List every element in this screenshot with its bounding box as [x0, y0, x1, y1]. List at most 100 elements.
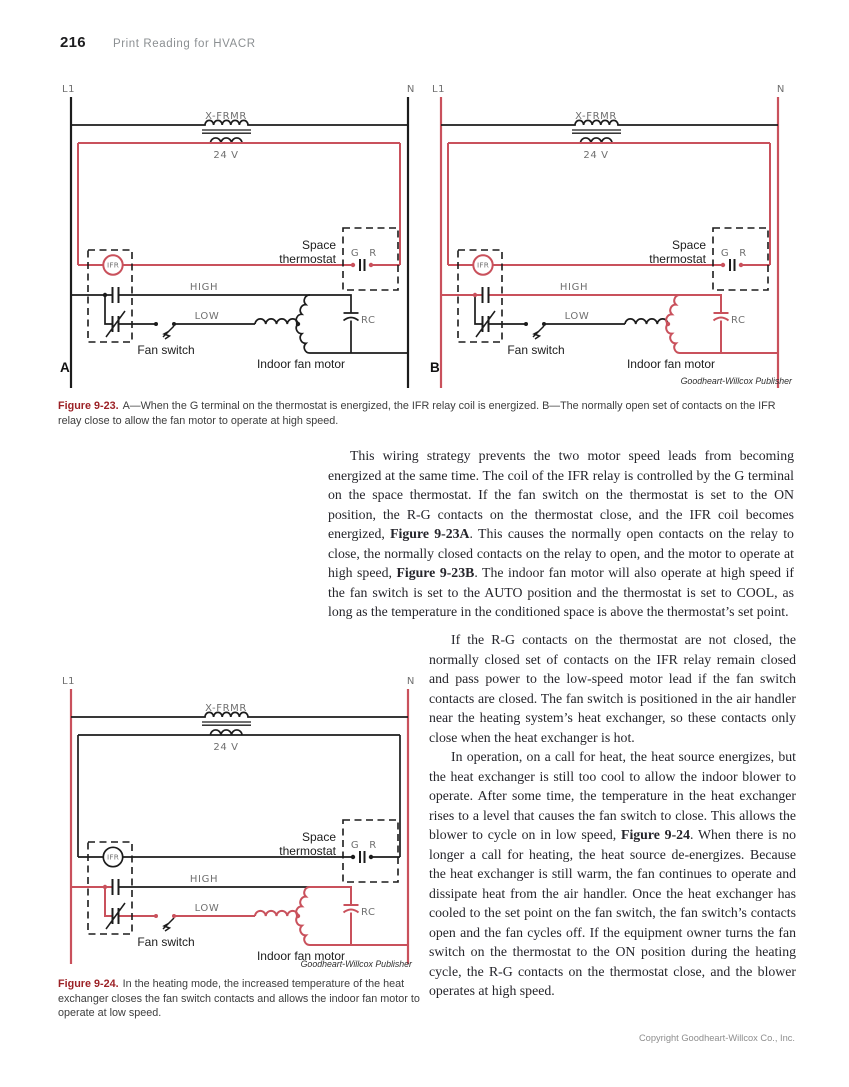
space-thermostat-label-line2: thermostat	[279, 844, 336, 858]
wire-branch-to-nc-contact	[104, 295, 113, 325]
fan-switch-right-dot	[172, 914, 176, 918]
body-paragraph-2: If the R-G contacts on the thermostat ar…	[429, 632, 796, 745]
running-title: Print Reading for HVACR	[112, 38, 256, 50]
low-speed-label: LOW	[195, 903, 220, 914]
ladder-circuit-schematic: L1 N X-FRMR 24 V HIGH LOW G R RC IFR Spa…	[432, 84, 785, 388]
space-thermostat-label-line2: thermostat	[279, 252, 336, 266]
r-terminal-label: R	[369, 248, 377, 259]
figure-9-23-caption-lead: Figure 9-23.	[58, 400, 119, 412]
figure-9-24-credit: Goodheart-Willcox Publisher	[300, 959, 412, 969]
thermostat-dashed-box	[712, 227, 769, 291]
fan-switch-label: Fan switch	[137, 935, 194, 949]
figure-9-23-caption: Figure 9-23.A—When the G terminal on the…	[58, 399, 795, 428]
r-terminal-dot	[368, 854, 374, 860]
high-speed-label: HIGH	[190, 282, 218, 293]
wire-transformer-primary	[71, 711, 408, 718]
wire-branch-to-nc-contact	[474, 295, 483, 325]
r-terminal-dot	[738, 262, 744, 268]
g-terminal-dot	[350, 262, 356, 268]
figure-9-23-diagram-b: L1 N X-FRMR 24 V HIGH LOW G R RC IFR Spa…	[428, 80, 798, 392]
high-speed-label: HIGH	[560, 282, 588, 293]
r-terminal-label: R	[369, 840, 377, 851]
neutral-label: N	[777, 84, 785, 95]
transformer-secondary-coil	[209, 729, 243, 736]
nc-contact-slash-icon	[475, 310, 496, 338]
transformer-label: X-FRMR	[205, 111, 247, 122]
ifr-coil-label: IFR	[107, 853, 119, 862]
neutral-label: N	[407, 84, 415, 95]
circuit-wires	[69, 97, 410, 388]
circuit-contacts	[102, 259, 374, 340]
high-speed-label: HIGH	[190, 874, 218, 885]
fan-switch-lever-icon	[162, 325, 175, 340]
fan-switch-left-dot	[154, 914, 158, 918]
thermostat-dashed-box	[342, 819, 399, 883]
space-thermostat-label-line1: Space	[302, 238, 336, 252]
neutral-label: N	[407, 676, 415, 687]
motor-low-speed-winding	[254, 318, 299, 325]
figure-9-24-caption: Figure 9-24.In the heating mode, the inc…	[58, 977, 430, 1021]
secondary-voltage-label: 24 V	[213, 150, 238, 161]
figure-9-24-diagram: L1 N X-FRMR 24 V HIGH LOW G R RC IFR Spa…	[58, 672, 428, 964]
g-terminal-label: G	[351, 840, 359, 851]
g-terminal-label: G	[721, 248, 729, 259]
transformer-secondary-coil	[209, 137, 243, 144]
fan-switch-label: Fan switch	[137, 343, 194, 357]
ifr-relay-coil	[102, 254, 124, 276]
running-head: 216 Print Reading for HVACR	[60, 34, 256, 51]
figure-9-23-caption-text: A—When the G terminal on the thermostat …	[58, 400, 776, 427]
secondary-voltage-label: 24 V	[583, 150, 608, 161]
no-contact-icon	[481, 287, 490, 303]
ifr-relay-coil	[102, 846, 124, 868]
figure-9-24-caption-text: In the heating mode, the increased tempe…	[58, 978, 420, 1020]
space-thermostat-label-line2: thermostat	[649, 252, 706, 266]
circuit-labels: L1 N X-FRMR 24 V HIGH LOW G R RC IFR Spa…	[62, 676, 415, 963]
thermostat-dashed-box	[342, 227, 399, 291]
fan-switch-right-dot	[542, 322, 546, 326]
indoor-fan-motor-label: Indoor fan motor	[257, 949, 345, 963]
nc-contact-slash-icon	[105, 310, 126, 338]
transformer-core	[572, 129, 621, 134]
ladder-circuit-schematic: L1 N X-FRMR 24 V HIGH LOW G R RC IFR Spa…	[62, 84, 415, 388]
ifr-relay-coil	[472, 254, 494, 276]
circuit-labels: L1 N X-FRMR 24 V HIGH LOW G R RC IFR Spa…	[432, 84, 785, 371]
body-paragraph-3: In operation, on a call for heat, the he…	[429, 749, 796, 998]
l1-label: L1	[62, 676, 75, 687]
wire-transformer-primary	[441, 119, 778, 126]
motor-low-speed-winding	[624, 318, 669, 325]
motor-common-node-dot	[295, 913, 301, 919]
transformer-label: X-FRMR	[575, 111, 617, 122]
g-terminal-label: G	[351, 248, 359, 259]
no-contact-icon	[111, 287, 120, 303]
copyright-line: Copyright Goodheart-Willcox Co., Inc.	[638, 1033, 795, 1043]
space-thermostat-label-line1: Space	[302, 830, 336, 844]
motor-low-speed-winding	[254, 909, 299, 917]
gr-contact-icon	[359, 851, 366, 863]
transformer-core	[202, 721, 251, 726]
motor-windings-and-run-capacitor	[295, 885, 408, 947]
low-speed-label: LOW	[565, 311, 590, 322]
feed-junction-dot	[472, 292, 478, 298]
space-thermostat-label-line1: Space	[672, 238, 706, 252]
low-speed-label: LOW	[195, 311, 220, 322]
l1-label: L1	[62, 84, 75, 95]
indoor-fan-motor-label: Indoor fan motor	[257, 357, 345, 371]
diagram-a-letter: A	[60, 360, 70, 375]
ifr-coil-label: IFR	[107, 261, 119, 270]
wire-branch-to-nc-contact	[104, 887, 113, 917]
wire-control-circuit	[77, 734, 401, 858]
body-paragraph-1: This wiring strategy prevents the two mo…	[328, 448, 794, 619]
gr-contact-icon	[359, 259, 366, 271]
body-column-wide: This wiring strategy prevents the two mo…	[328, 446, 794, 622]
transformer-secondary-coil	[579, 137, 613, 144]
ladder-circuit-schematic: L1 N X-FRMR 24 V HIGH LOW G R RC IFR Spa…	[62, 676, 415, 964]
diagram-b-letter: B	[430, 360, 440, 375]
g-terminal-dot	[720, 262, 726, 268]
run-capacitor-label: RC	[731, 315, 746, 326]
transformer-label: X-FRMR	[205, 703, 247, 714]
secondary-voltage-label: 24 V	[213, 742, 238, 753]
run-capacitor-label: RC	[361, 315, 376, 326]
figure-9-23-credit: Goodheart-Willcox Publisher	[680, 376, 792, 386]
fan-switch-lever-icon	[532, 325, 545, 340]
ifr-coil-label: IFR	[477, 261, 489, 270]
